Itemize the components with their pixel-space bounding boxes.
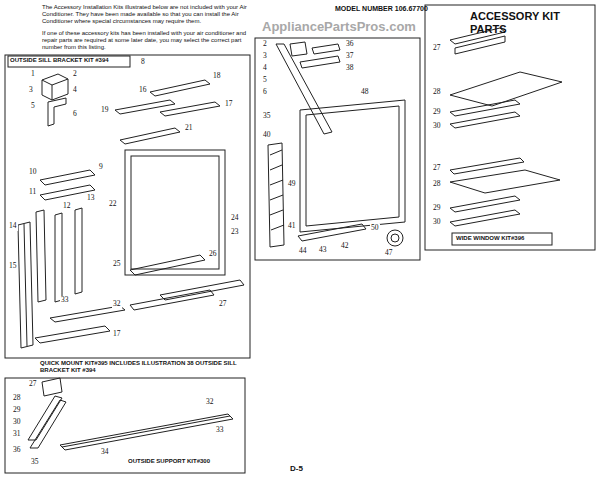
callout-number: 48	[360, 88, 370, 97]
callout-number: 32	[205, 398, 215, 407]
bracket-parts	[18, 74, 244, 348]
callout-number: 5	[30, 102, 36, 111]
kit-panel	[255, 38, 420, 260]
callout-number: 30	[12, 418, 22, 427]
callout-number: 27	[28, 380, 38, 389]
note: The Accessory Installation Kits illustra…	[42, 4, 254, 25]
callout-number: 17	[112, 330, 122, 339]
callout-number: 34	[100, 448, 110, 457]
callout-number: 8	[140, 58, 146, 67]
callout-number: 47	[384, 249, 394, 258]
kit-caption: OUTSIDE SUPPORT KIT#300	[128, 458, 210, 465]
callout-number: 50	[370, 224, 380, 233]
callout-number: 26	[208, 250, 218, 259]
callout-number: 49	[287, 180, 297, 189]
callout-number: 17	[224, 100, 234, 109]
sheet-title: ACCESSORY KIT PARTS	[470, 10, 560, 35]
callout-number: 15	[8, 262, 18, 271]
kit-panel	[5, 55, 250, 358]
callout-number: 27	[432, 164, 442, 173]
callout-number: 30	[432, 218, 442, 227]
callout-number: 24	[230, 214, 240, 223]
callout-number: 2	[262, 40, 268, 49]
quick-mount-parts	[268, 42, 405, 247]
callout-number: 27	[432, 44, 442, 53]
callout-number: 25	[112, 260, 122, 269]
callout-number: 27	[218, 300, 228, 309]
callout-number: 41	[287, 222, 297, 231]
callout-number: 22	[108, 200, 118, 209]
outside-support-parts	[28, 378, 233, 450]
callout-number: 11	[28, 188, 37, 197]
callout-number: 38	[345, 64, 355, 73]
kit-panel	[5, 378, 245, 473]
note: If one of these accessory kits has been …	[42, 30, 254, 51]
callout-number: 10	[28, 168, 38, 177]
page-number: D-5	[290, 464, 303, 473]
callout-number: 2	[72, 70, 78, 79]
watermark: AppliancePartsPros.com	[262, 20, 416, 35]
callout-number: 28	[432, 88, 442, 97]
callout-number: 23	[230, 228, 240, 237]
callout-number: 36	[12, 446, 22, 455]
callout-number: 6	[262, 88, 268, 97]
callout-number: 14	[8, 222, 18, 231]
callout-number: 44	[298, 247, 308, 256]
model-number: MODEL NUMBER 106.67700	[335, 5, 428, 13]
callout-number: 6	[72, 110, 78, 119]
callout-number: 3	[28, 86, 34, 95]
kit-panel	[425, 5, 595, 250]
callout-number: 29	[432, 108, 442, 117]
callout-number: 19	[100, 106, 110, 115]
callout-number: 43	[318, 246, 328, 255]
callout-number: 4	[262, 64, 268, 73]
kit-caption: OUTSIDE SILL BRACKET KIT #394	[10, 57, 109, 64]
callout-number: 42	[340, 242, 350, 251]
callout-number: 3	[262, 52, 268, 61]
callout-number: 30	[432, 122, 442, 131]
callout-number: 28	[432, 180, 442, 189]
callout-number: 33	[60, 296, 70, 305]
callout-number: 40	[262, 131, 272, 140]
wide-window-parts	[450, 28, 562, 226]
callout-number: 1	[30, 70, 36, 79]
callout-number: 29	[432, 204, 442, 213]
callout-number: 13	[86, 194, 96, 203]
callout-number: 18	[212, 72, 222, 81]
callout-number: 33	[215, 426, 225, 435]
callout-number: 28	[12, 394, 22, 403]
callout-number: 29	[12, 406, 22, 415]
kit-caption: WIDE WINDOW KIT#396	[456, 235, 524, 242]
callout-number: 12	[62, 202, 72, 211]
callout-number: 35	[30, 458, 40, 467]
callout-number: 37	[345, 52, 355, 61]
callout-number: 5	[262, 76, 268, 85]
kit-caption: QUICK MOUNT KIT#395 INCLUDES ILLUSTRATIO…	[40, 360, 245, 374]
callout-number: 35	[262, 112, 272, 121]
callout-number: 31	[12, 430, 22, 439]
callout-number: 21	[184, 124, 194, 133]
callout-number: 36	[345, 40, 355, 49]
callout-number: 9	[98, 163, 104, 172]
callout-number: 32	[112, 300, 122, 309]
callout-number: 4	[72, 86, 78, 95]
caption-box	[8, 56, 130, 67]
caption-box	[452, 233, 552, 245]
callout-number: 16	[138, 86, 148, 95]
